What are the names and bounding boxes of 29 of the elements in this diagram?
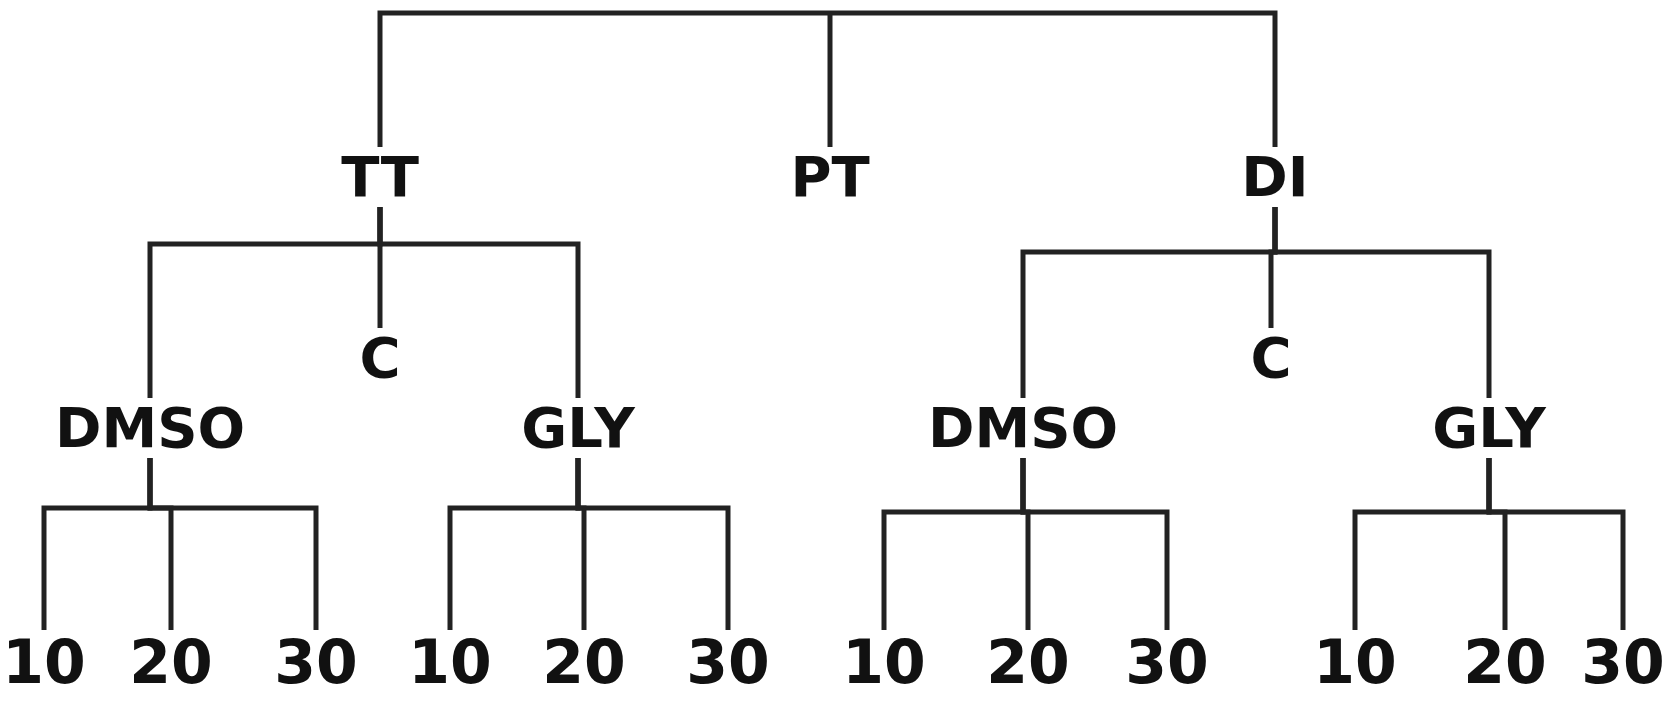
node-label: DMSO	[923, 398, 1123, 458]
node-label: 20	[982, 630, 1074, 694]
node-label: 30	[1121, 630, 1213, 694]
node-label: DMSO	[50, 398, 250, 458]
node-label: 10	[404, 630, 496, 694]
tree-connector	[377, 207, 581, 398]
node-label: 20	[125, 630, 217, 694]
node-label: 30	[1577, 630, 1669, 694]
node-label: 30	[270, 630, 362, 694]
node-label: 30	[682, 630, 774, 694]
node-label: PT	[786, 147, 874, 207]
tree-connector	[147, 458, 319, 630]
tree-connector	[1486, 458, 1626, 630]
node-label: 10	[838, 630, 930, 694]
tree-connector	[1020, 458, 1170, 630]
node-label: GLY	[1428, 398, 1550, 458]
node-label: TT	[337, 147, 423, 207]
node-label: 10	[0, 630, 90, 694]
node-label: C	[355, 328, 405, 388]
node-label: 10	[1309, 630, 1401, 694]
tree-connector	[377, 10, 830, 147]
node-label: 20	[538, 630, 630, 694]
node-label: C	[1246, 328, 1296, 388]
tree-connector	[1272, 207, 1492, 398]
node-label: 20	[1459, 630, 1551, 694]
tree-connector	[830, 10, 1278, 147]
node-label: DI	[1237, 147, 1313, 207]
tree-connector	[575, 458, 731, 630]
node-label: GLY	[517, 398, 639, 458]
